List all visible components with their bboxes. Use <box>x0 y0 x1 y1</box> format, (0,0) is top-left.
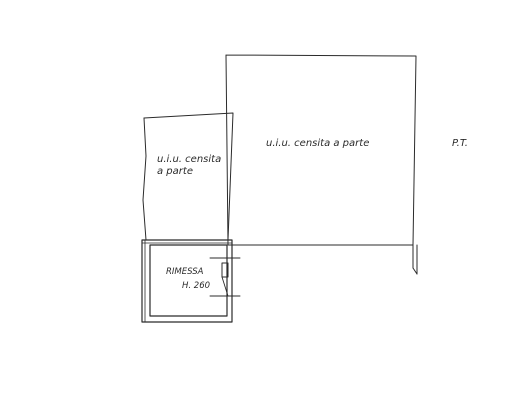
rimessa-room <box>141 239 246 323</box>
main-unit-label: u.i.u. censita a parte <box>266 138 369 149</box>
left-unit-label-line2: a parte <box>157 166 193 177</box>
rimessa-door <box>209 257 241 297</box>
room-name-label: RIMESSA <box>166 267 204 277</box>
neighbour-unit-main <box>225 54 418 275</box>
left-unit-label-line1: u.i.u. censita <box>157 154 221 165</box>
neighbour-unit-left <box>142 112 234 241</box>
floor-label: P.T. <box>452 138 468 149</box>
room-height-label: H. 260 <box>182 281 210 291</box>
